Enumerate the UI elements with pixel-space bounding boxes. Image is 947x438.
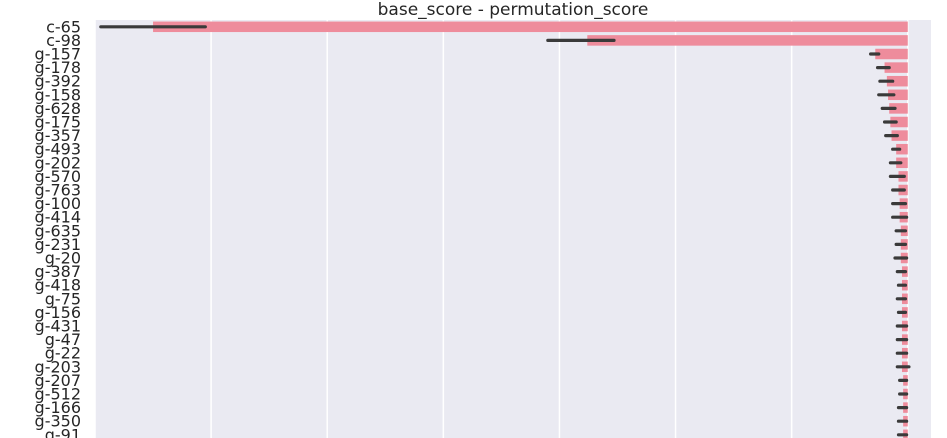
y-tick-label-g-414: g-414 xyxy=(35,208,81,227)
bar-g-493 xyxy=(896,143,908,155)
y-tick-label-g-431: g-431 xyxy=(35,317,81,336)
bar-g-357 xyxy=(891,130,908,141)
y-tick-label-g-20: g-20 xyxy=(45,249,81,268)
y-tick-label-g-628: g-628 xyxy=(35,99,81,118)
y-tick-label-g-570: g-570 xyxy=(35,167,81,186)
bar-g-157 xyxy=(875,48,908,60)
y-tick-label-g-387: g-387 xyxy=(35,262,81,281)
error-bars xyxy=(99,25,911,437)
plot-area xyxy=(95,20,931,438)
y-tick-label-g-202: g-202 xyxy=(35,153,81,172)
y-tick-label-g-158: g-158 xyxy=(35,85,81,104)
bar-c-65 xyxy=(153,21,908,33)
y-tick-label-g-47: g-47 xyxy=(45,330,81,349)
y-tick-label-g-418: g-418 xyxy=(35,276,81,295)
y-tick-label-c-98: c-98 xyxy=(46,31,81,50)
bar-g-158 xyxy=(888,89,908,101)
y-tick-label-g-763: g-763 xyxy=(35,181,81,200)
y-tick-label-g-22: g-22 xyxy=(45,344,81,363)
y-tick-label-g-231: g-231 xyxy=(35,235,81,254)
y-tick-label-g-392: g-392 xyxy=(35,72,81,91)
y-tick-label-g-350: g-350 xyxy=(35,412,81,431)
grid-lines xyxy=(94,20,909,438)
y-tick-label-g-493: g-493 xyxy=(35,140,81,159)
y-tick-label-g-91: g-91 xyxy=(45,425,81,438)
y-tick-label-c-65: c-65 xyxy=(46,17,81,36)
bar-g-628 xyxy=(889,103,908,114)
bar-c-98 xyxy=(587,35,908,46)
bar-g-392 xyxy=(886,75,908,87)
y-tick-labels: c-65c-98g-157g-178g-392g-158g-628g-175g-… xyxy=(35,17,81,438)
chart-title: base_score - permutation_score xyxy=(378,0,649,20)
y-tick-label-g-203: g-203 xyxy=(35,357,81,376)
y-tick-label-g-357: g-357 xyxy=(35,126,81,145)
y-tick-label-g-178: g-178 xyxy=(35,58,81,77)
y-tick-label-g-635: g-635 xyxy=(35,221,81,240)
y-tick-label-g-207: g-207 xyxy=(35,371,81,390)
y-tick-label-g-166: g-166 xyxy=(35,398,81,417)
y-tick-label-g-512: g-512 xyxy=(35,385,81,404)
y-tick-label-g-157: g-157 xyxy=(35,45,81,64)
y-tick-label-g-156: g-156 xyxy=(35,303,81,322)
y-tick-label-g-100: g-100 xyxy=(35,194,81,213)
bar-g-178 xyxy=(884,62,908,73)
bar-g-175 xyxy=(890,116,908,128)
y-tick-label-g-175: g-175 xyxy=(35,113,81,132)
y-tick-label-g-75: g-75 xyxy=(45,289,81,308)
